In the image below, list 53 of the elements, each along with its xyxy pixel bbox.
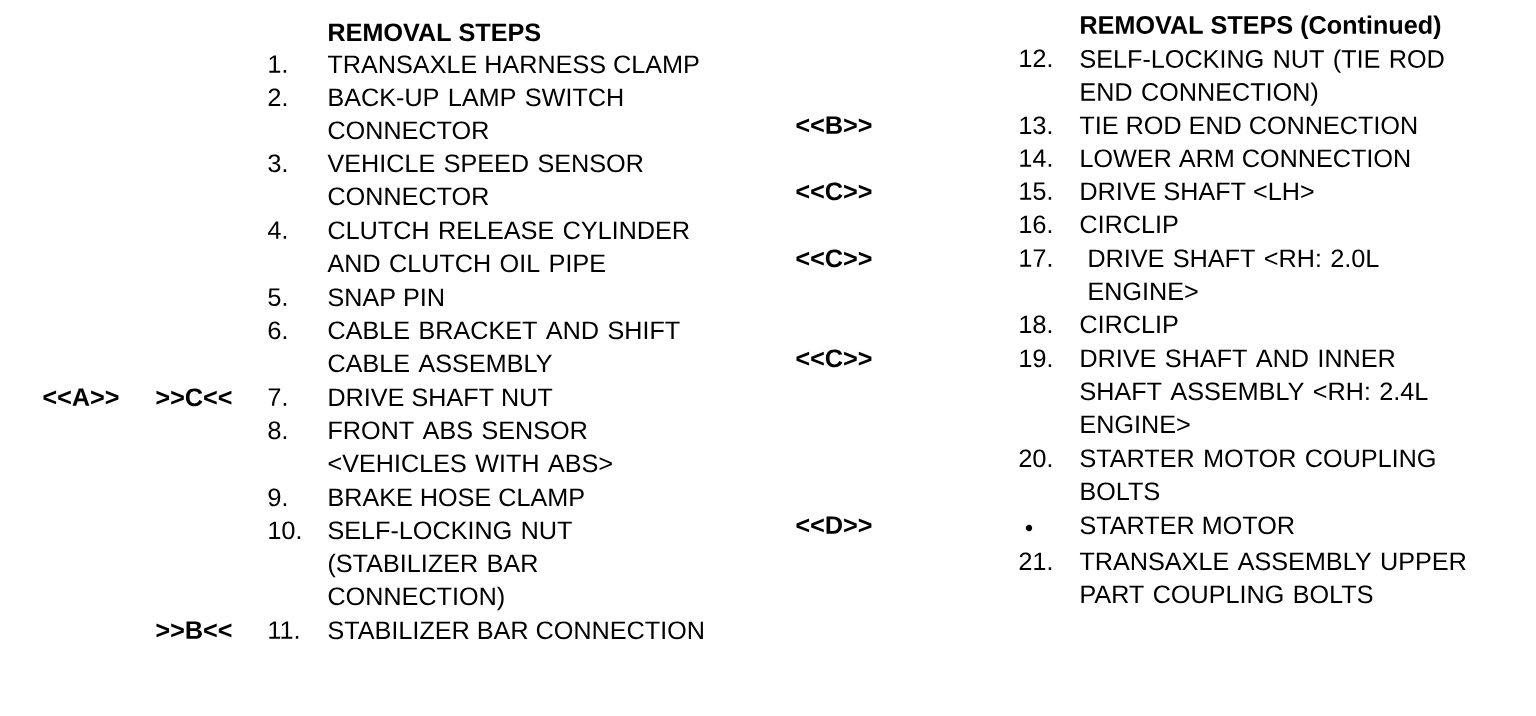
- step-number: 6.: [268, 321, 287, 340]
- step-text: CIRCLIP: [1080, 315, 1178, 334]
- step-text: TRANSAXLE ASSEMBLY UPPER PART COUPLING BOLTS: [1080, 552, 1466, 604]
- step-text: TRANSAXLE HARNESS CLAMP: [328, 55, 699, 74]
- step-text: CABLE BRACKET AND SHIFT CABLE ASSEMBLY: [328, 321, 680, 373]
- step-text: LOWER ARM CONNECTION: [1081, 149, 1410, 168]
- step-text: BRAKE HOSE CLAMP: [329, 488, 584, 507]
- step-number: 20.: [1019, 449, 1052, 468]
- step-number: 12.: [1020, 49, 1052, 67]
- reference-mark: <<C>>: [796, 249, 872, 268]
- step-number: 5.: [268, 288, 287, 306]
- step-number: 7.: [268, 388, 287, 406]
- step-number: 15.: [1020, 182, 1052, 200]
- step-number: 10.: [269, 521, 301, 540]
- reference-mark: <<A>>: [43, 388, 119, 406]
- step-text: BACK-UP LAMP SWITCH CONNECTOR: [328, 88, 623, 140]
- step-number: 1.: [269, 55, 287, 73]
- reference-mark: >>B<<: [156, 621, 232, 639]
- step-number: 9.: [268, 488, 287, 507]
- step-text: CLUTCH RELEASE CYLINDER AND CLUTCH OIL PIPE: [327, 221, 689, 273]
- step-number: 18.: [1020, 315, 1052, 334]
- step-text: SELF-LOCKING NUT (STABILIZER BAR CONNECTION): [328, 521, 572, 611]
- step-text: DRIVE SHAFT NUT: [329, 388, 553, 407]
- step-number: 13.: [1020, 116, 1052, 135]
- step-number: 4.: [268, 221, 287, 239]
- step-number: 19.: [1020, 349, 1052, 368]
- step-text: DRIVE SHAFT <LH>: [1081, 182, 1314, 201]
- step-number: 16.: [1020, 215, 1052, 234]
- step-number: 8.: [268, 421, 287, 440]
- reference-mark: >>C<<: [156, 388, 232, 407]
- reference-mark: <<B>>: [796, 116, 872, 134]
- step-number: 17.: [1020, 249, 1052, 267]
- reference-mark: <<C>>: [796, 349, 872, 368]
- step-text: SELF-LOCKING NUT (TIE ROD END CONNECTION): [1080, 49, 1444, 106]
- step-text: STARTER MOTOR COUPLING BOLTS: [1080, 449, 1435, 501]
- step-number: 2.: [268, 88, 287, 106]
- step-text: CIRCLIP: [1080, 215, 1178, 234]
- step-number: 21.: [1019, 552, 1052, 570]
- step-text: DRIVE SHAFT <RH: 2.0L ENGINE>: [1089, 249, 1379, 301]
- heading: REMOVAL STEPS (Continued): [1081, 15, 1441, 39]
- step-text: VEHICLE SPEED SENSOR CONNECTOR: [327, 154, 643, 206]
- step-number: 3.: [268, 154, 287, 173]
- heading: REMOVAL STEPS: [329, 23, 541, 42]
- step-text: DRIVE SHAFT AND INNER SHAFT ASSEMBLY <RH: 2.4L ENGINE>: [1080, 349, 1428, 434]
- step-number: 11.: [269, 621, 299, 639]
- step-number: 14.: [1020, 149, 1052, 167]
- reference-mark: <<C>>: [796, 182, 872, 201]
- step-text: STARTER MOTOR: [1080, 516, 1294, 535]
- step-text: SNAP PIN: [328, 288, 443, 307]
- step-text: STABILIZER BAR CONNECTION: [328, 621, 703, 640]
- reference-mark: <<D>>: [796, 516, 872, 534]
- step-text: TIE ROD END CONNECTION: [1080, 116, 1417, 135]
- step-text: FRONT ABS SENSOR <VEHICLES WITH ABS>: [328, 421, 612, 473]
